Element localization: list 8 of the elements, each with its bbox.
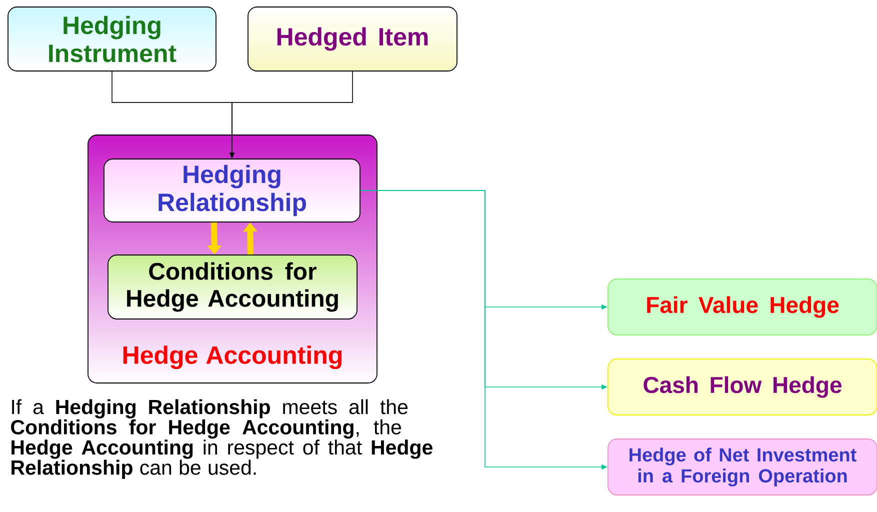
condition-box: Conditions for Hedge Accounting bbox=[108, 254, 358, 320]
process-box: Hedging Relationship bbox=[104, 158, 360, 222]
process-box: Hedging Instrument bbox=[8, 6, 216, 72]
process-box: Hedged Item bbox=[248, 6, 458, 72]
process-box: Hedge of Net Investment in a Foreign Operation bbox=[608, 438, 877, 496]
explanation-text: If a Hedging Relationship meets all the Conditions for Hedge Accounting, the Hedge Accounting in respect of that Hedge Relationship can be used. bbox=[11, 399, 432, 479]
process-box: Cash Flow Hedge bbox=[608, 358, 877, 416]
process-box: Fair Value Hedge bbox=[608, 278, 877, 336]
